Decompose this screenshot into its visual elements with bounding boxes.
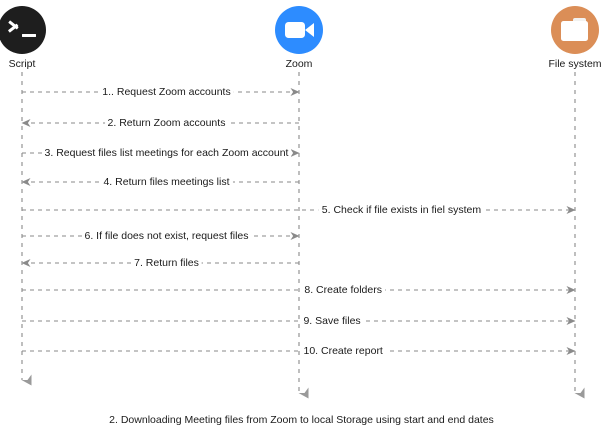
message-label-1: 1.. Request Zoom accounts — [99, 86, 234, 98]
actor-script[interactable]: Script — [0, 6, 82, 71]
lifelines-group — [21, 72, 585, 399]
camera-lens-glyph — [305, 23, 314, 37]
actor-zoom-label: Zoom — [285, 58, 313, 70]
message-label-2: 2. Return Zoom accounts — [104, 117, 229, 129]
camera-body-glyph — [285, 22, 305, 38]
actor-filesystem[interactable]: File system — [515, 6, 603, 71]
folder-body-glyph — [561, 21, 588, 41]
message-label-6: 6. If file does not exist, request files — [81, 230, 252, 242]
folder-icon — [551, 6, 599, 54]
message-label-9: 9. Save files — [300, 315, 364, 327]
diagram-caption: 2. Downloading Meeting files from Zoom t… — [109, 414, 494, 426]
chevron-glyph — [9, 19, 22, 32]
terminal-prompt-icon — [0, 6, 46, 54]
actor-filesystem-label: File system — [548, 58, 602, 70]
video-camera-icon — [275, 6, 323, 54]
actor-script-label: Script — [8, 58, 36, 70]
underscore-glyph — [22, 34, 36, 38]
message-arrows-group — [21, 88, 576, 355]
message-label-10: 10. Create report — [300, 345, 386, 357]
message-label-3: 3. Request files list meetings for each … — [41, 147, 292, 159]
message-label-4: 4. Return files meetings list — [100, 176, 233, 188]
message-label-7: 7. Return files — [131, 257, 202, 269]
actor-zoom[interactable]: Zoom — [239, 6, 359, 71]
message-label-8: 8. Create folders — [301, 284, 385, 296]
message-label-5: 5. Check if file exists in fiel system — [318, 204, 485, 216]
